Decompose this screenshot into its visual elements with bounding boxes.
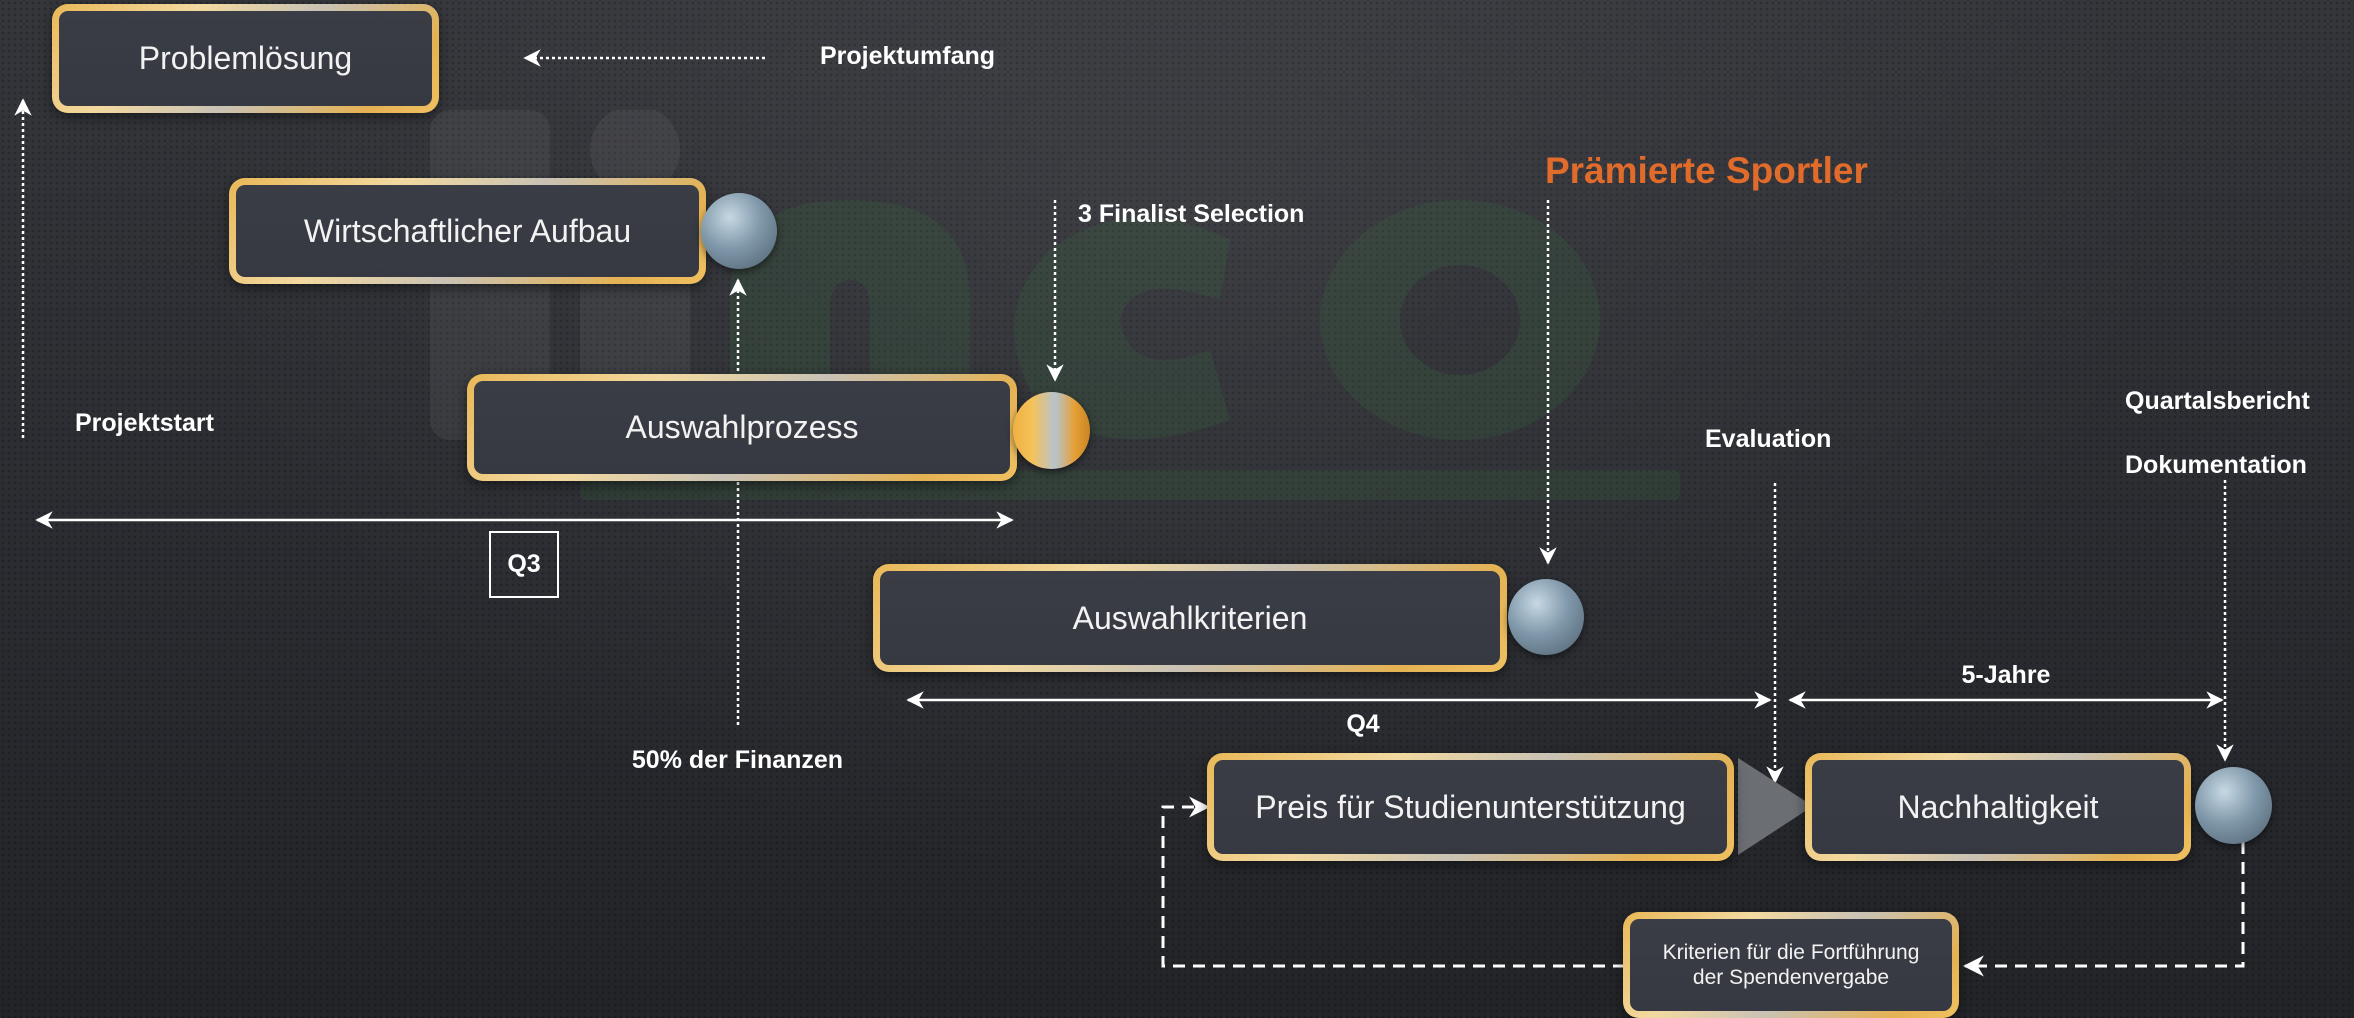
- label-evaluation: Evaluation: [1705, 425, 1832, 453]
- box-kriterien-fortfuehrung: Kriterien für die Fortführung der Spende…: [1623, 912, 1959, 1018]
- label-q3: Q3: [507, 550, 541, 578]
- label-projektstart: Projektstart: [75, 409, 214, 437]
- milestone-orb-icon: [1508, 579, 1584, 655]
- box-kriterien-line1: Kriterien für die Fortführung: [1662, 940, 1920, 964]
- box-wirtschaftlicher-aufbau: Wirtschaftlicher Aufbau: [229, 178, 706, 284]
- label-praemierte-sportler: Prämierte Sportler: [1545, 150, 1868, 191]
- label-fuenf-jahre: 5-Jahre: [1961, 661, 2051, 689]
- milestone-orb-gold-icon: [1013, 392, 1090, 469]
- box-wirtschaftlicher-aufbau-label: Wirtschaftlicher Aufbau: [303, 212, 632, 249]
- label-quartalsbericht: Quartalsbericht: [2125, 387, 2310, 415]
- milestone-orb-icon: [2195, 767, 2272, 844]
- label-dokumentation: Dokumentation: [2125, 451, 2307, 479]
- box-auswahlprozess: Auswahlprozess: [467, 374, 1017, 481]
- box-preis: Preis für Studienunterstützung: [1207, 753, 1734, 861]
- label-q4: Q4: [1346, 710, 1380, 738]
- milestone-orb-icon: [701, 193, 777, 269]
- label-q3-box: Q3: [489, 531, 559, 598]
- decision-triangle-icon: [1738, 758, 1813, 855]
- label-projektumfang: Projektumfang: [820, 42, 996, 70]
- box-kriterien-line2: der Spendenvergabe: [1692, 966, 1890, 989]
- box-problemloesung-label: Problemlösung: [138, 40, 353, 76]
- box-nachhaltigkeit-label: Nachhaltigkeit: [1897, 788, 2099, 825]
- label-finanzen: 50% der Finanzen: [631, 746, 844, 774]
- label-finalist-selection: 3 Finalist Selection: [1078, 200, 1305, 228]
- box-auswahlkriterien: Auswahlkriterien: [873, 564, 1507, 672]
- box-auswahlprozess-label: Auswahlprozess: [625, 409, 859, 445]
- box-nachhaltigkeit: Nachhaltigkeit: [1805, 753, 2191, 861]
- box-problemloesung: Problemlösung: [52, 4, 439, 113]
- box-preis-label: Preis für Studienunterstützung: [1255, 788, 1686, 825]
- box-auswahlkriterien-label: Auswahlkriterien: [1072, 599, 1308, 636]
